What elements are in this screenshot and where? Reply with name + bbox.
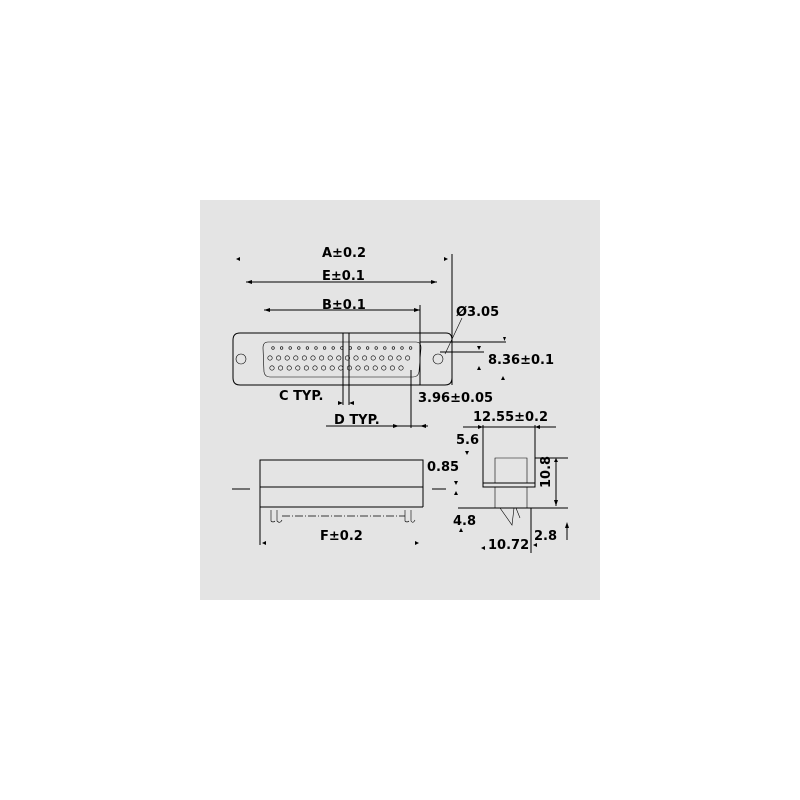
- side-view: F±0.2 0.85: [232, 459, 459, 545]
- pin-hole: [372, 365, 378, 371]
- pin-hole: [271, 346, 275, 350]
- pin-hole: [396, 355, 402, 361]
- pin-hole: [297, 346, 301, 350]
- profile-view: 12.55±0.2 5.6 10.8 4.8 10.72 2.8: [453, 410, 569, 553]
- pin-hole: [288, 346, 292, 350]
- dim-108-label: 10.8: [539, 456, 554, 488]
- pin-hole: [366, 346, 370, 350]
- pin-hole: [305, 346, 310, 350]
- pin-hole: [293, 355, 299, 361]
- dim-396-label: 3.96±0.05: [418, 391, 493, 406]
- pin-right: [404, 510, 416, 523]
- pin-hole: [280, 346, 284, 350]
- dim-28-label: 2.8: [534, 529, 557, 544]
- pin-hole: [355, 365, 361, 371]
- pin-hole: [357, 346, 361, 350]
- pin-hole: [381, 365, 387, 371]
- pin-hole: [331, 346, 335, 350]
- pin-hole: [405, 355, 411, 361]
- mounting-hole-left: [235, 353, 247, 365]
- dim-a-label: A±0.2: [322, 246, 366, 261]
- arrow-icon: [236, 257, 240, 261]
- dim-c-typ-label: C TYP.: [279, 389, 323, 404]
- pin-hole: [389, 365, 395, 371]
- pin-hole: [327, 355, 333, 361]
- hole-diameter-label: Ø3.05: [456, 305, 499, 320]
- pin-hole: [269, 365, 275, 371]
- pin-hole: [314, 346, 318, 350]
- pin-hole: [312, 365, 318, 371]
- pin-hole: [329, 365, 335, 371]
- pin-hole: [391, 346, 396, 350]
- pin-hole: [278, 365, 284, 371]
- dim-d-typ-label: D TYP.: [334, 413, 380, 428]
- dim-1255-label: 12.55±0.2: [473, 410, 548, 425]
- pin-hole: [323, 346, 327, 350]
- dim-f-label: F±0.2: [320, 529, 363, 544]
- pin-profile: [499, 507, 521, 526]
- dim-48-label: 4.8: [453, 514, 476, 529]
- dim-e-label: E±0.1: [322, 269, 365, 284]
- pin-hole: [267, 355, 273, 361]
- pin-hole: [286, 365, 292, 371]
- pin-hole: [353, 355, 359, 361]
- pin-hole: [301, 355, 307, 361]
- flange: [482, 482, 536, 488]
- pin-hole: [364, 365, 370, 371]
- pin-hole: [383, 346, 387, 350]
- mounting-hole-right: [432, 353, 444, 365]
- pin-hole: [295, 365, 301, 371]
- pin-hole: [374, 346, 378, 350]
- arrow-icon: [444, 257, 448, 261]
- pin-hole: [338, 365, 344, 371]
- dim-836-label: 8.36±0.1: [488, 353, 554, 368]
- dim-1072-label: 10.72: [488, 538, 529, 553]
- dim-b-label: B±0.1: [322, 298, 366, 313]
- pin-hole: [321, 365, 327, 371]
- pin-hole: [398, 365, 404, 371]
- dim-56-label: 5.6: [456, 433, 479, 448]
- pin-hole: [362, 355, 368, 361]
- pin-hole: [400, 346, 404, 350]
- pin-array: [267, 346, 413, 371]
- pin-hole: [303, 365, 309, 371]
- drawing-panel: [200, 200, 600, 600]
- pin-hole: [387, 355, 393, 361]
- pin-left: [270, 510, 283, 523]
- pin-hole: [344, 355, 350, 361]
- connector-shell: [232, 332, 453, 386]
- pin-hole: [310, 355, 316, 361]
- pin-hole: [276, 355, 282, 361]
- pin-hole: [284, 355, 290, 361]
- pin-hole: [319, 355, 325, 361]
- front-view: A±0.2 E±0.1 B±0.1 Ø3.05 8.36±0.1 C TYP.: [232, 246, 554, 428]
- pin-hole: [370, 355, 376, 361]
- pin-hole: [409, 346, 413, 350]
- pin-hole: [336, 355, 342, 361]
- dim-085-label: 0.85: [427, 460, 459, 475]
- pin-hole: [379, 355, 385, 361]
